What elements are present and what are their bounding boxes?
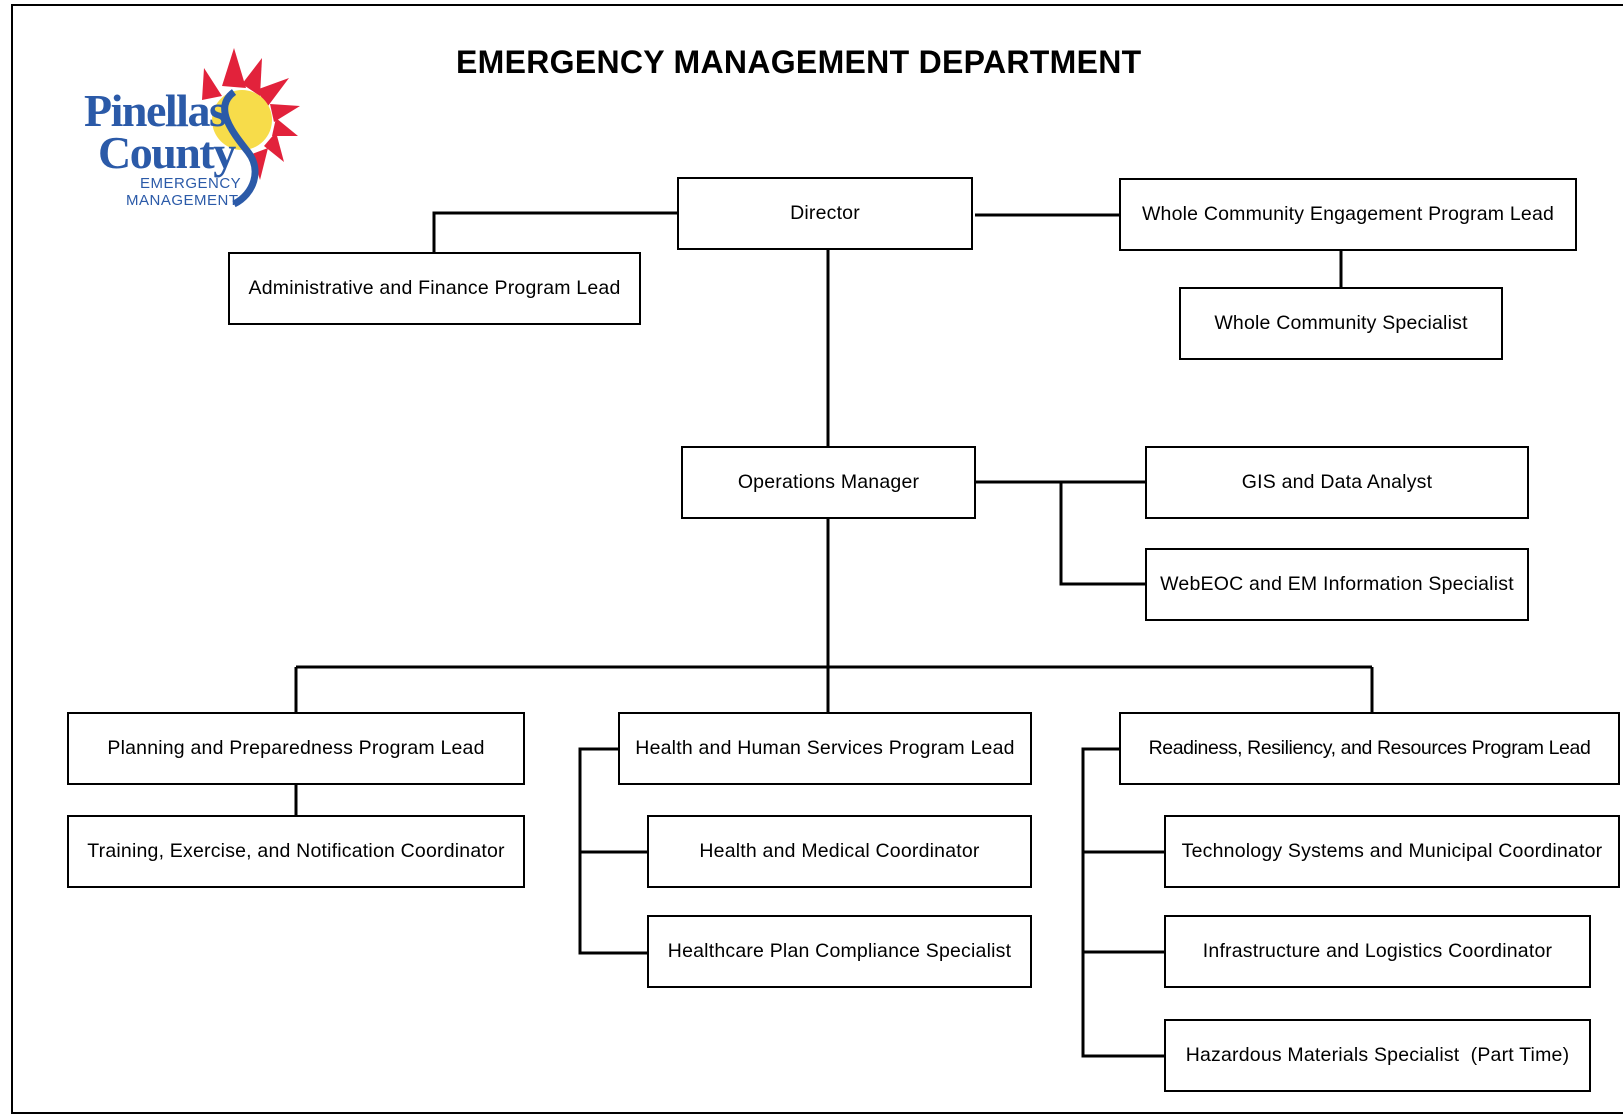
logo-word-pinellas: Pinellas	[84, 85, 226, 136]
label-tech-municipal-coordinator: Technology Systems and Municipal Coordin…	[1181, 840, 1603, 862]
box-hazmat-specialist: Hazardous Materials Specialist (Part Tim…	[1164, 1019, 1591, 1092]
connector-rrr-branch	[1081, 747, 1165, 1058]
label-rrr-lead: Readiness, Resiliency, and Resources Pro…	[1148, 737, 1591, 759]
label-webeoc-specialist: WebEOC and EM Information Specialist	[1160, 573, 1514, 595]
box-webeoc-specialist: WebEOC and EM Information Specialist	[1145, 548, 1529, 621]
label-gis-analyst: GIS and Data Analyst	[1241, 471, 1433, 493]
label-training-coordinator: Training, Exercise, and Notification Coo…	[87, 840, 505, 862]
pinellas-county-em-logo: Pinellas County EMERGENCY MANAGEMENT	[84, 48, 324, 218]
box-rrr-lead: Readiness, Resiliency, and Resources Pro…	[1119, 712, 1620, 785]
box-health-medical-coordinator: Health and Medical Coordinator	[647, 815, 1032, 888]
label-whole-community-lead: Whole Community Engagement Program Lead	[1141, 203, 1555, 225]
box-director: Director	[677, 177, 973, 250]
box-tech-municipal-coordinator: Technology Systems and Municipal Coordin…	[1164, 815, 1620, 888]
label-planning-lead: Planning and Preparedness Program Lead	[107, 737, 485, 759]
label-operations-manager: Operations Manager	[737, 471, 920, 493]
box-planning-lead: Planning and Preparedness Program Lead	[67, 712, 525, 785]
label-admin-finance: Administrative and Finance Program Lead	[248, 277, 621, 299]
box-admin-finance: Administrative and Finance Program Lead	[228, 252, 641, 325]
page-title: EMERGENCY MANAGEMENT DEPARTMENT	[456, 44, 1142, 80]
box-operations-manager: Operations Manager	[681, 446, 976, 519]
logo-graphic: Pinellas County EMERGENCY MANAGEMENT	[84, 48, 300, 209]
label-healthcare-compliance: Healthcare Plan Compliance Specialist	[667, 940, 1012, 962]
label-hhs-lead: Health and Human Services Program Lead	[635, 737, 1015, 759]
box-healthcare-compliance: Healthcare Plan Compliance Specialist	[647, 915, 1032, 988]
box-infrastructure-coordinator: Infrastructure and Logistics Coordinator	[1164, 915, 1591, 988]
label-director: Director	[790, 202, 860, 224]
logo-word-management: MANAGEMENT	[126, 192, 239, 209]
label-hazmat-specialist: Hazardous Materials Specialist (Part Tim…	[1185, 1044, 1570, 1066]
swoosh-icon	[221, 89, 259, 208]
connector-director-admin	[432, 211, 678, 252]
box-gis-analyst: GIS and Data Analyst	[1145, 446, 1529, 519]
sun-rays-icon	[202, 48, 300, 180]
label-health-medical-coordinator: Health and Medical Coordinator	[699, 840, 980, 862]
logo-word-county: County	[98, 127, 236, 178]
connector-ops-webeoc	[1059, 482, 1145, 586]
label-whole-community-specialist: Whole Community Specialist	[1214, 312, 1468, 334]
logo-word-emergency: EMERGENCY	[140, 175, 241, 192]
box-whole-community-lead: Whole Community Engagement Program Lead	[1119, 178, 1577, 251]
box-training-coordinator: Training, Exercise, and Notification Coo…	[67, 815, 525, 888]
box-whole-community-specialist: Whole Community Specialist	[1179, 287, 1503, 360]
label-infrastructure-coordinator: Infrastructure and Logistics Coordinator	[1202, 940, 1553, 962]
box-hhs-lead: Health and Human Services Program Lead	[618, 712, 1032, 785]
